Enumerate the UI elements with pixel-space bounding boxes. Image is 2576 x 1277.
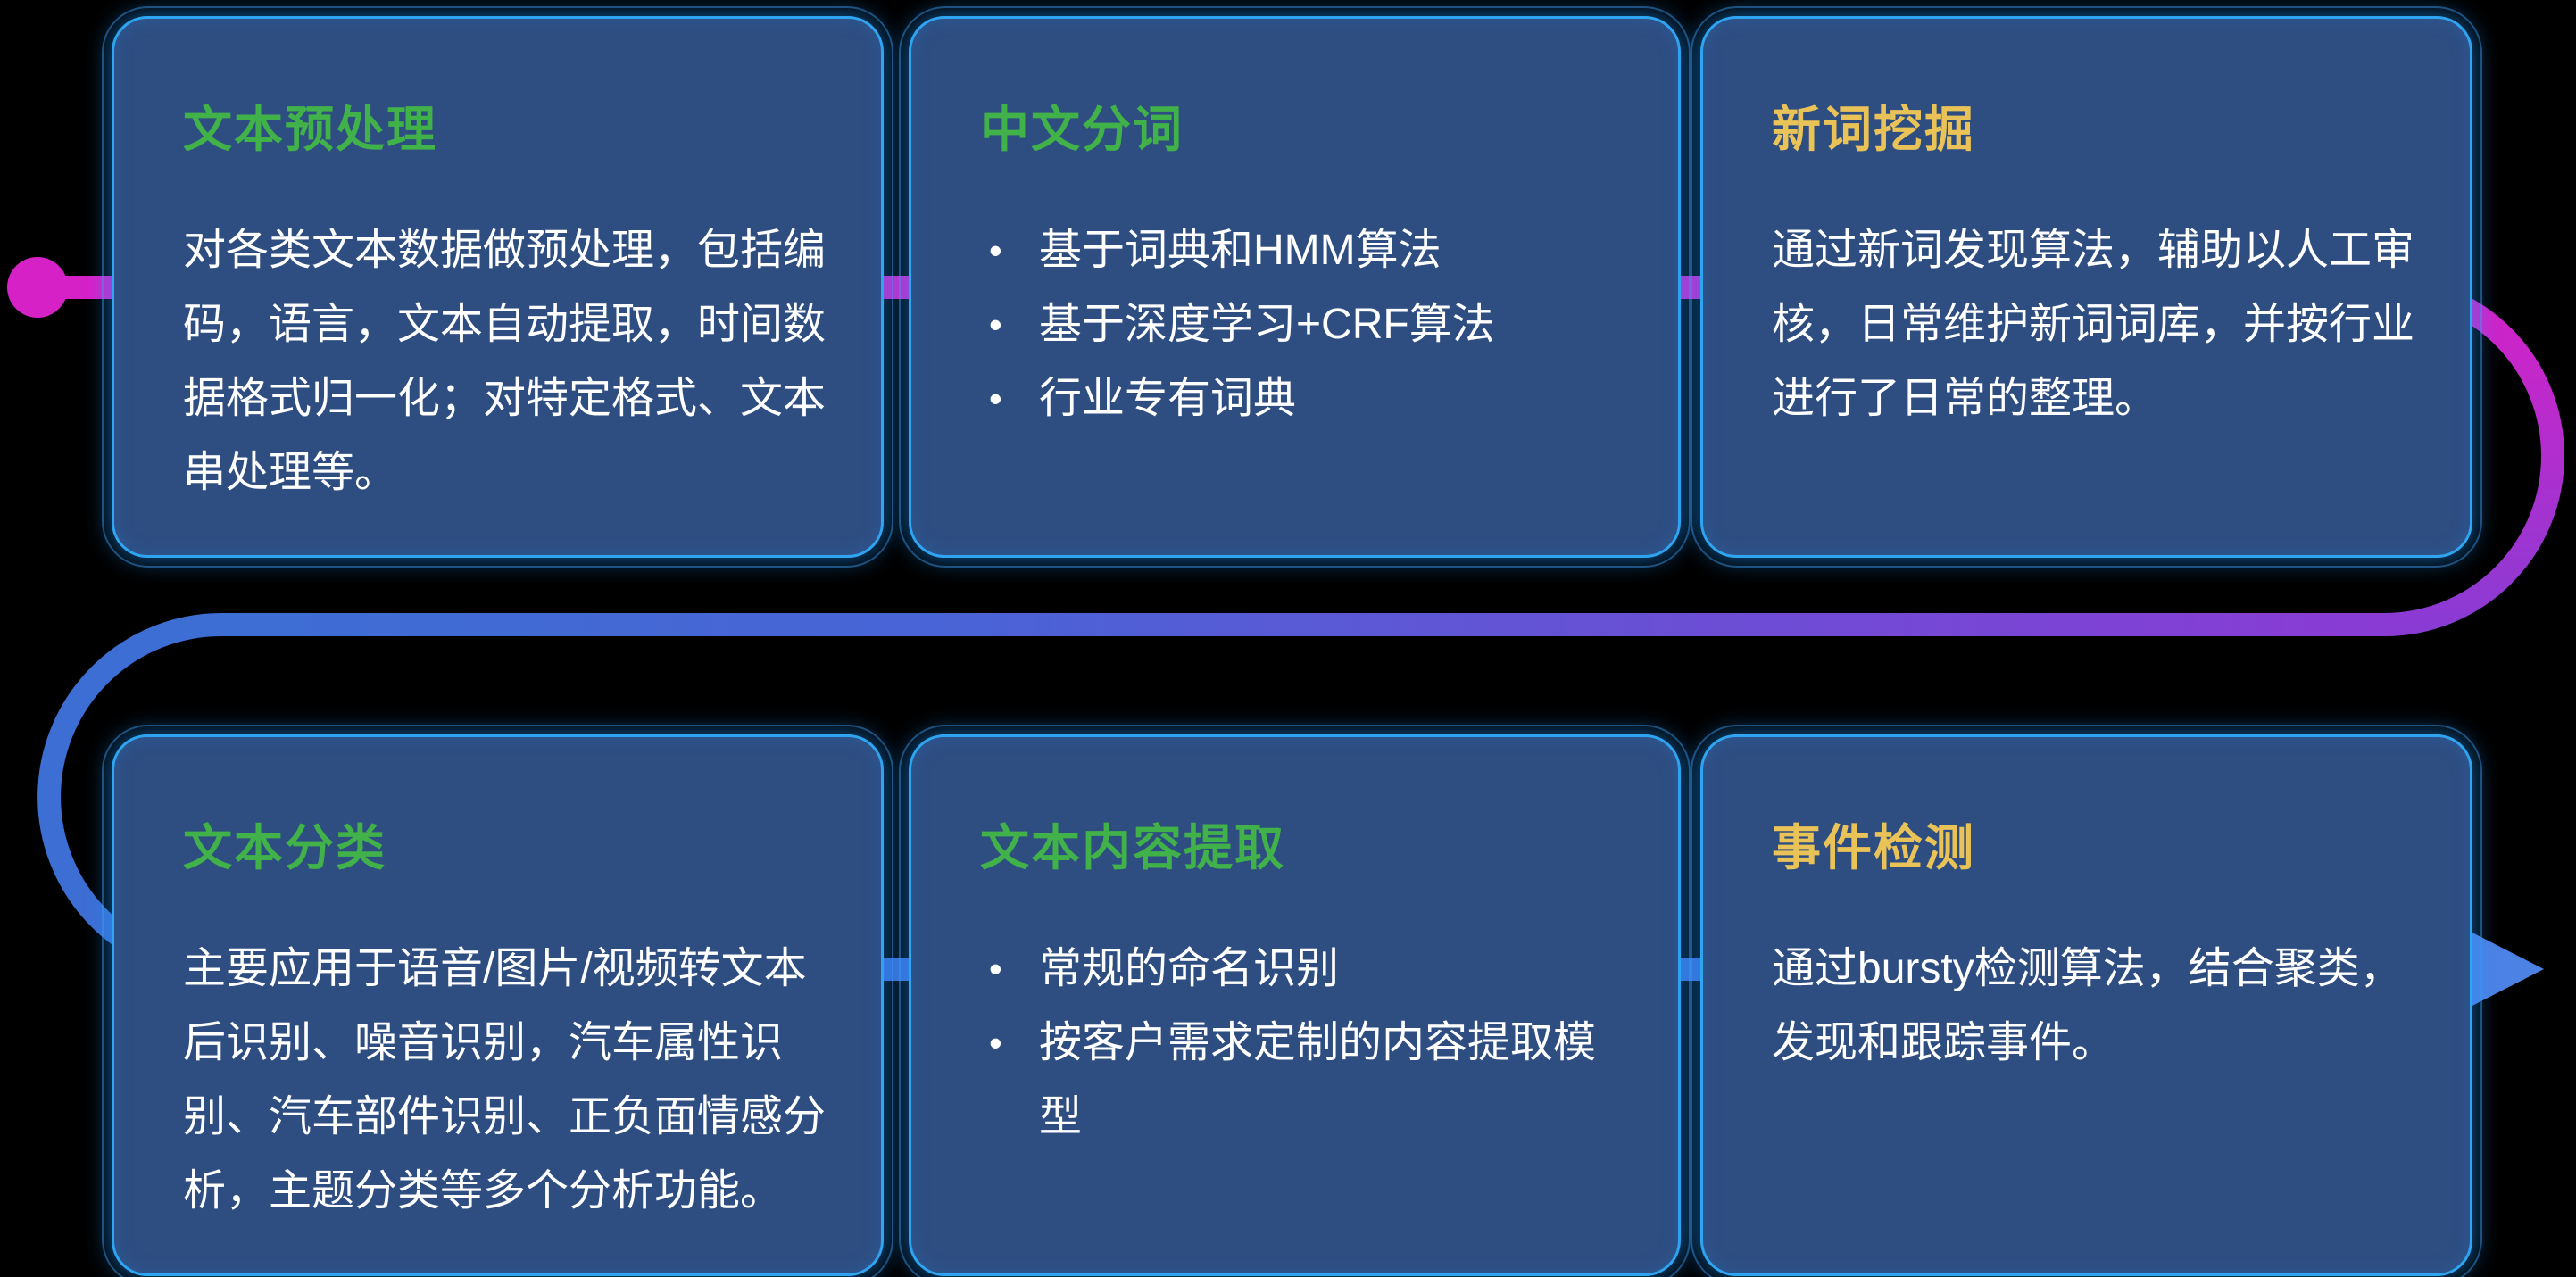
card-event-detection: 事件检测 通过bursty检测算法，结合聚类，发现和跟踪事件。 bbox=[1691, 725, 2482, 1277]
card-title: 新词挖掘 bbox=[1772, 102, 1976, 157]
card-title: 文本内容提取 bbox=[980, 820, 1286, 875]
card-body: 主要应用于语音/图片/视频转文本后识别、噪音识别，汽车属性识别、汽车部件识别、正… bbox=[183, 945, 827, 1215]
card-body: 通过bursty检测算法，结合聚类，发现和跟踪事件。 bbox=[1772, 945, 2403, 1066]
card-text-content-extraction: 文本内容提取 常规的命名识别按客户需求定制的内容提取模型 bbox=[899, 725, 1691, 1277]
card-chinese-word-segmentation: 中文分词 基于词典和HMM算法基于深度学习+CRF算法行业专有词典 bbox=[899, 6, 1691, 568]
flow-start-dot bbox=[7, 257, 68, 318]
card-title: 文本预处理 bbox=[183, 102, 438, 157]
arrow-right-icon bbox=[2460, 926, 2544, 1012]
card-body: 对各类文本数据做预处理，包括编码，语言，文本自动提取，时间数据格式归一化；对特定… bbox=[183, 227, 827, 496]
card-body: 通过新词发现算法，辅助以人工审核，日常维护新词词库，并按行业进行了日常的整理。 bbox=[1772, 227, 2415, 422]
bullet-item: 行业专有词典 bbox=[980, 361, 1635, 435]
card-bullet-list: 常规的命名识别按客户需求定制的内容提取模型 bbox=[980, 932, 1635, 1154]
bullet-item: 常规的命名识别 bbox=[980, 932, 1635, 1006]
card-title: 中文分词 bbox=[980, 102, 1184, 157]
card-bullet-list: 基于词典和HMM算法基于深度学习+CRF算法行业专有词典 bbox=[980, 213, 1635, 435]
bullet-item: 按客户需求定制的内容提取模型 bbox=[980, 1006, 1635, 1154]
bullet-item: 基于深度学习+CRF算法 bbox=[980, 287, 1635, 361]
card-title: 文本分类 bbox=[183, 820, 387, 875]
card-new-word-mining: 新词挖掘 通过新词发现算法，辅助以人工审核，日常维护新词词库，并按行业进行了日常… bbox=[1691, 6, 2482, 568]
card-title: 事件检测 bbox=[1772, 820, 1976, 875]
bullet-item: 基于词典和HMM算法 bbox=[980, 213, 1635, 287]
card-text-classification: 文本分类 主要应用于语音/图片/视频转文本后识别、噪音识别，汽车属性识别、汽车部… bbox=[102, 725, 893, 1277]
card-text-preprocessing: 文本预处理 对各类文本数据做预处理，包括编码，语言，文本自动提取，时间数据格式归… bbox=[102, 6, 893, 568]
